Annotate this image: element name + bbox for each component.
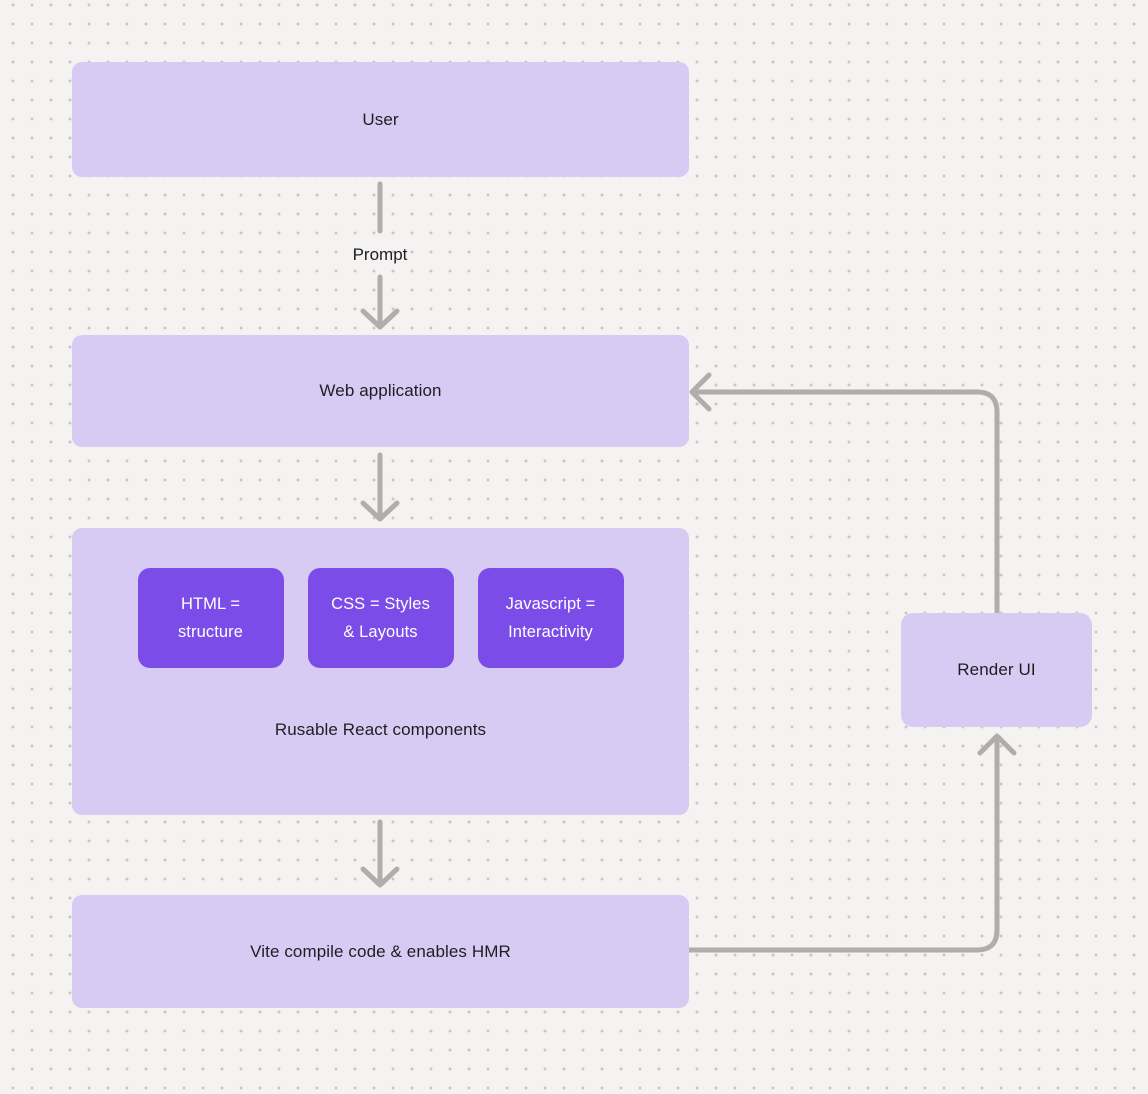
chip-css-line1: CSS = Styles bbox=[331, 595, 430, 613]
node-components-group[interactable]: HTML = structure CSS = Styles & Layouts … bbox=[72, 528, 689, 815]
chip-css-line2: & Layouts bbox=[343, 623, 418, 641]
node-vite-compile-label: Vite compile code & enables HMR bbox=[250, 941, 511, 961]
node-web-application-label: Web application bbox=[319, 381, 442, 400]
node-render-ui-label: Render UI bbox=[957, 660, 1036, 679]
chip-javascript-line1: Javascript = bbox=[505, 595, 596, 613]
chip-css[interactable]: CSS = Styles & Layouts bbox=[307, 568, 454, 668]
arrowhead-left-webapp-icon bbox=[689, 372, 712, 412]
arrowhead-down-vite-icon bbox=[360, 866, 400, 888]
node-user-label: User bbox=[362, 109, 399, 129]
chip-html-line2: structure bbox=[177, 623, 244, 641]
connector-render-to-webapp-line bbox=[693, 389, 1000, 615]
node-user[interactable]: User bbox=[72, 62, 689, 177]
chip-javascript[interactable]: Javascript = Interactivity bbox=[477, 568, 624, 668]
arrowhead-down-webapp-icon bbox=[360, 308, 400, 330]
arrowhead-up-render-icon bbox=[977, 733, 1017, 756]
components-group-caption: Rusable React components bbox=[274, 720, 487, 739]
chip-html[interactable]: HTML = structure bbox=[137, 568, 284, 668]
arrowhead-down-group-icon bbox=[360, 500, 400, 522]
chip-javascript-line2: Interactivity bbox=[508, 623, 593, 641]
connector-vite-to-render-line bbox=[686, 736, 1000, 953]
connector-label-prompt: Prompt bbox=[352, 245, 408, 264]
node-render-ui[interactable]: Render UI bbox=[901, 613, 1092, 727]
node-web-application[interactable]: Web application bbox=[72, 335, 689, 447]
node-vite-compile[interactable]: Vite compile code & enables HMR bbox=[72, 895, 689, 1008]
chip-html-line1: HTML = bbox=[180, 595, 241, 613]
chip-row: HTML = structure CSS = Styles & Layouts … bbox=[72, 568, 689, 668]
